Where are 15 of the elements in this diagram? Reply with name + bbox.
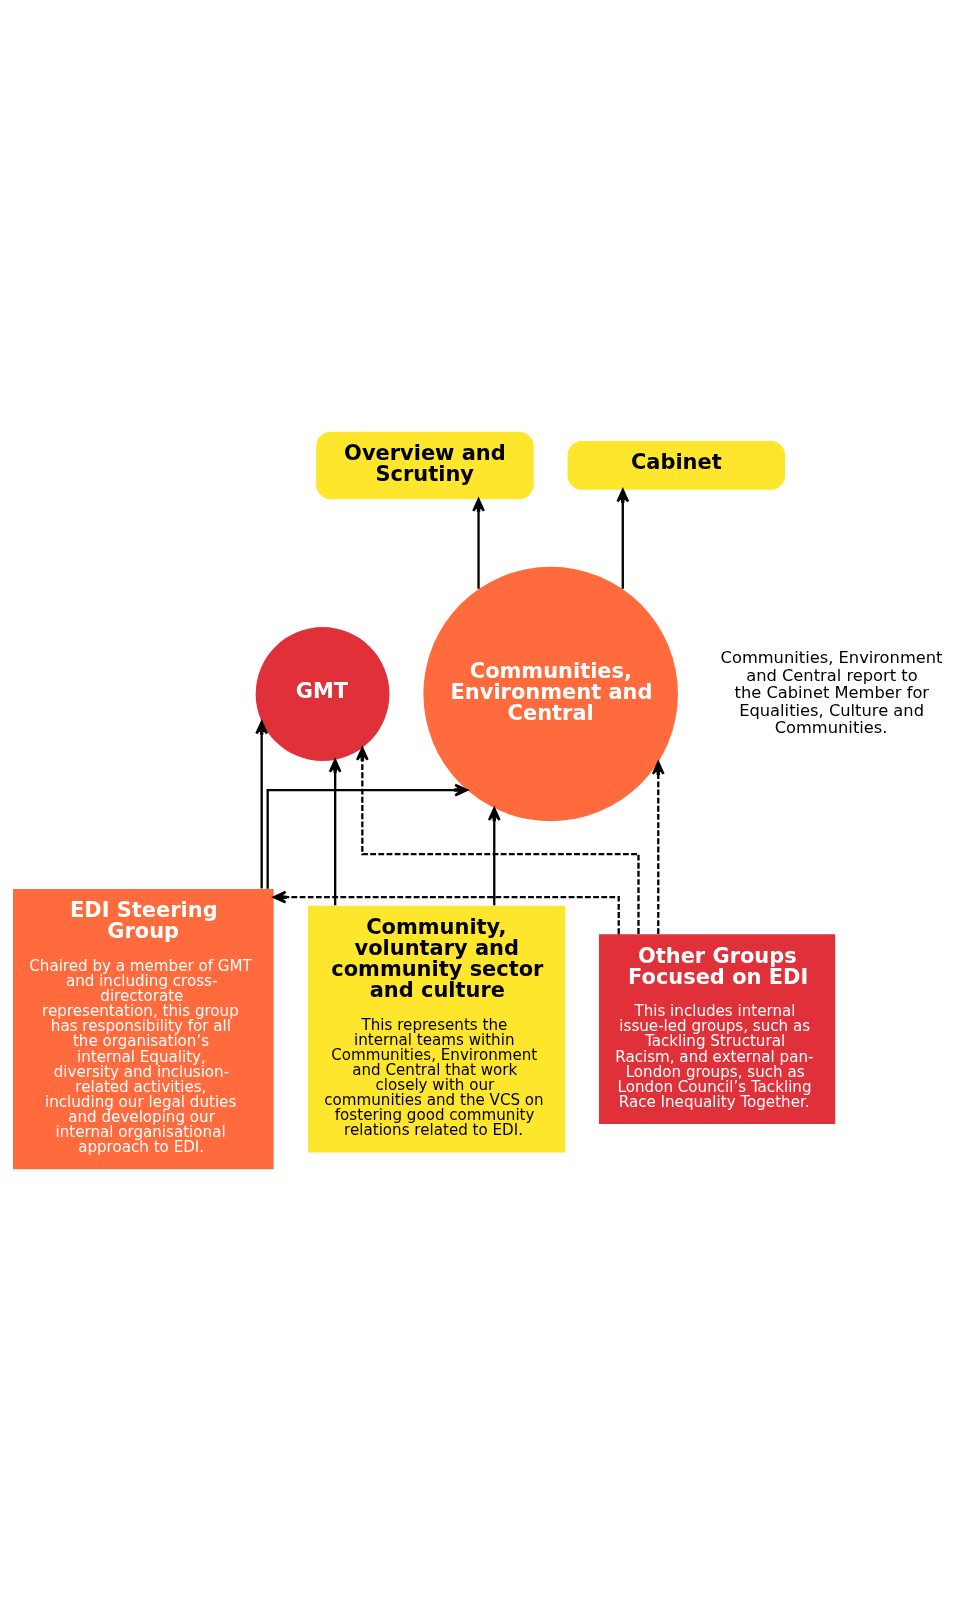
arrow xyxy=(616,488,630,589)
node-box: EDI Steering Group Chaired by a member of GMT and including cross-directorate representation, this group has responsibility for all the organisation’s internal Equality, diversity and inclusion-related activities, including our legal duties and developing our internal organisational approach to EDI. xyxy=(13,888,274,1169)
arrow xyxy=(272,890,620,934)
node-label: Communities, Environment and Central report to the Cabinet Member for Equalities, Culture and Communities. xyxy=(720,647,943,737)
arrow xyxy=(266,783,469,889)
arrow xyxy=(651,760,665,934)
arrow xyxy=(355,746,640,934)
arrow xyxy=(328,758,342,905)
node-box: Other Groups Focused on EDI This includes internal issue-led groups, such as Tackling Structural Racism, and external pan-London groups, such as London Council’s Tackling Race Inequality Together. xyxy=(598,933,836,1124)
arrow xyxy=(255,720,269,888)
node-box: Cabinet xyxy=(567,440,786,490)
node-box: Overview and Scrutiny xyxy=(316,431,534,499)
node-box: Community, voluntary and community sector and culture This represents the internal teams within Communities, Environment and Central that work closely with our communities and the VCS on fostering good community relations related to EDI. xyxy=(308,905,566,1152)
arrow xyxy=(472,497,485,589)
arrow xyxy=(487,806,501,905)
